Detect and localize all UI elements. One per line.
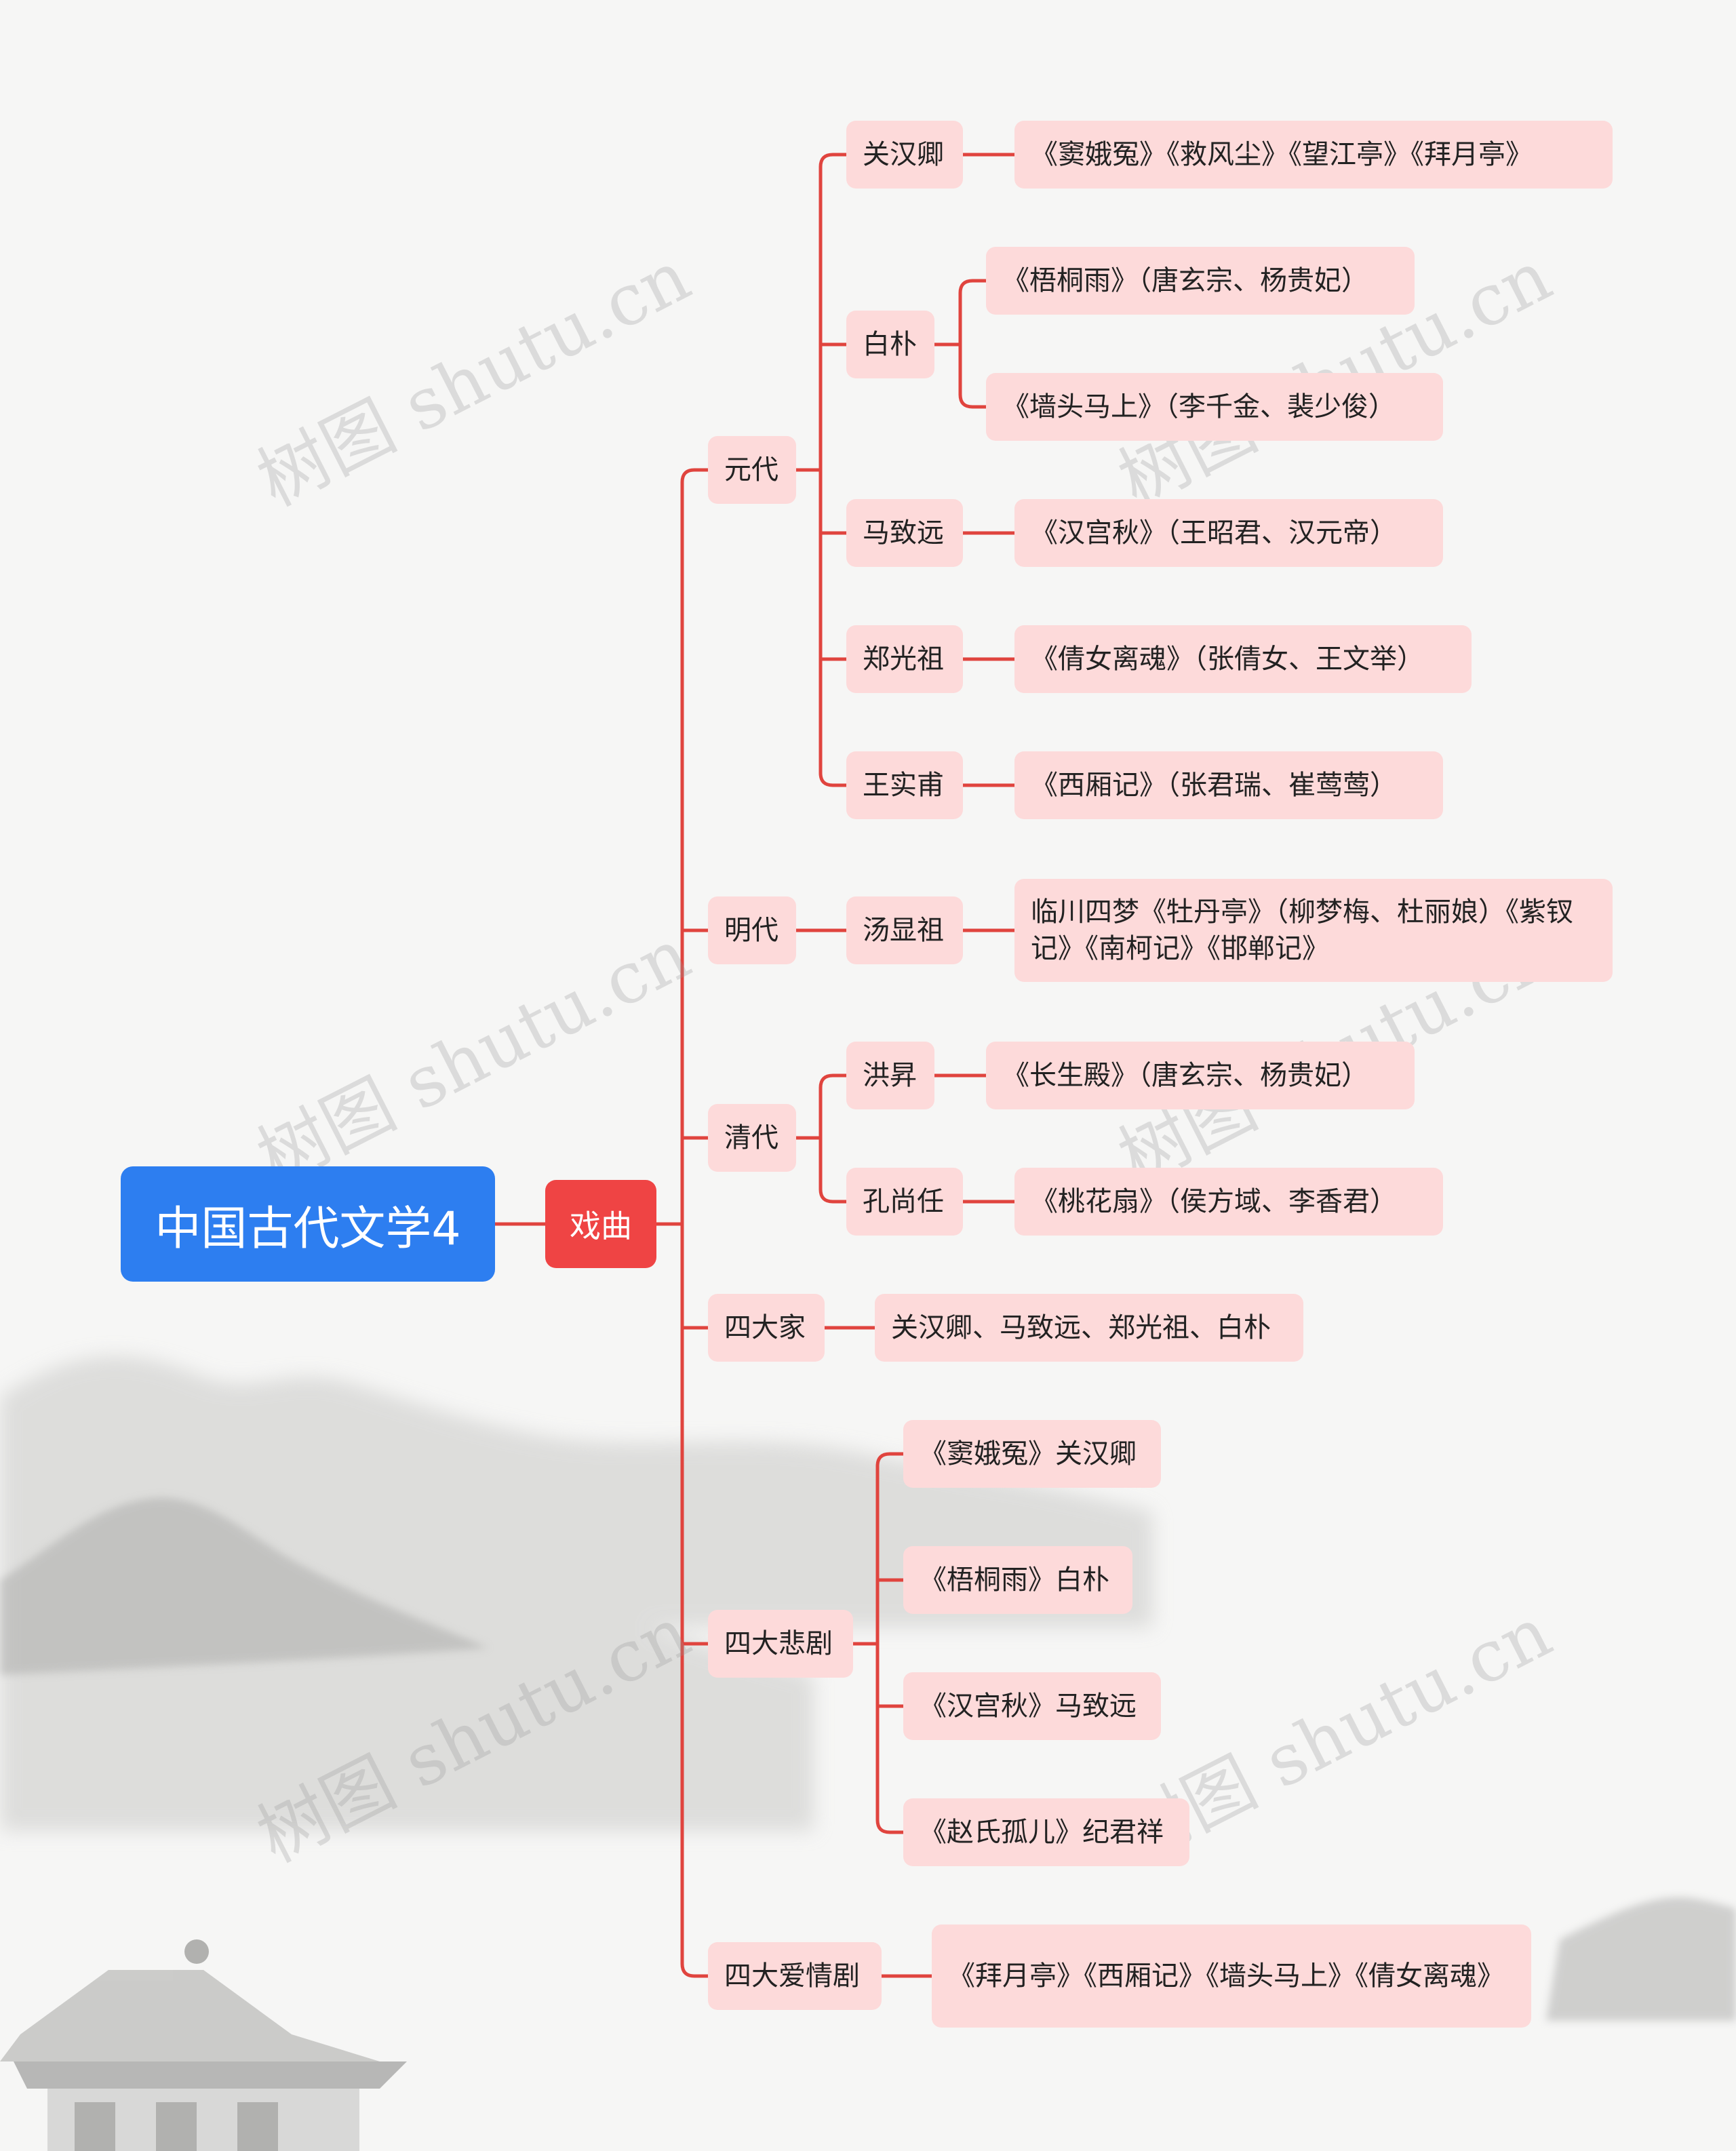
connector-line xyxy=(680,468,710,1978)
work-node[interactable]: 临川四梦《牡丹亭》（柳梦梅、杜丽娘）《紫钗记》《南柯记》《邯郸记》 xyxy=(1014,879,1613,982)
category-node[interactable]: 四大家 xyxy=(708,1294,825,1362)
category-node[interactable]: 元代 xyxy=(708,436,796,504)
main-topic[interactable]: 戏曲 xyxy=(545,1180,656,1268)
work-node[interactable]: 《汉宫秋》马致远 xyxy=(903,1672,1161,1740)
work-node[interactable]: 《窦娥冤》《救风尘》《望江亭》《拜月亭》 xyxy=(1014,121,1613,189)
work-node[interactable]: 《桃花扇》（侯方域、李香君） xyxy=(1014,1168,1443,1236)
category-node[interactable]: 四大悲剧 xyxy=(708,1610,853,1678)
work-node[interactable]: 《梧桐雨》（唐玄宗、杨贵妃） xyxy=(986,247,1415,315)
author-node[interactable]: 王实甫 xyxy=(846,751,963,819)
connector-line xyxy=(818,153,848,787)
connector-line xyxy=(958,279,988,409)
author-node[interactable]: 孔尚任 xyxy=(846,1168,963,1236)
author-node[interactable]: 马致远 xyxy=(846,499,963,567)
work-node[interactable]: 《倩女离魂》（张倩女、王文举） xyxy=(1014,625,1472,693)
author-node[interactable]: 白朴 xyxy=(846,311,934,378)
category-node[interactable]: 明代 xyxy=(708,896,796,964)
author-node[interactable]: 关汉卿 xyxy=(846,121,963,189)
category-node[interactable]: 四大爱情剧 xyxy=(708,1942,882,2010)
work-node[interactable]: 《长生殿》（唐玄宗、杨贵妃） xyxy=(986,1042,1415,1109)
work-node[interactable]: 《汉宫秋》（王昭君、汉元帝） xyxy=(1014,499,1443,567)
connector-line xyxy=(875,1452,905,1834)
work-node[interactable]: 关汉卿、马致远、郑光祖、白朴 xyxy=(875,1294,1303,1362)
work-node[interactable]: 《西厢记》（张君瑞、崔莺莺） xyxy=(1014,751,1443,819)
root-topic[interactable]: 中国古代文学4 xyxy=(121,1166,495,1282)
author-node[interactable]: 郑光祖 xyxy=(846,625,963,693)
connector-line xyxy=(818,1073,848,1204)
category-node[interactable]: 清代 xyxy=(708,1104,796,1172)
author-node[interactable]: 洪昇 xyxy=(846,1042,934,1109)
work-node[interactable]: 《墙头马上》（李千金、裴少俊） xyxy=(986,373,1443,441)
author-node[interactable]: 汤显祖 xyxy=(846,896,963,964)
work-node[interactable]: 《窦娥冤》关汉卿 xyxy=(903,1420,1161,1488)
work-node[interactable]: 《拜月亭》《西厢记》《墙头马上》《倩女离魂》 xyxy=(932,1925,1531,2028)
work-node[interactable]: 《赵氏孤儿》纪君祥 xyxy=(903,1798,1189,1866)
work-node[interactable]: 《梧桐雨》白朴 xyxy=(903,1546,1132,1614)
